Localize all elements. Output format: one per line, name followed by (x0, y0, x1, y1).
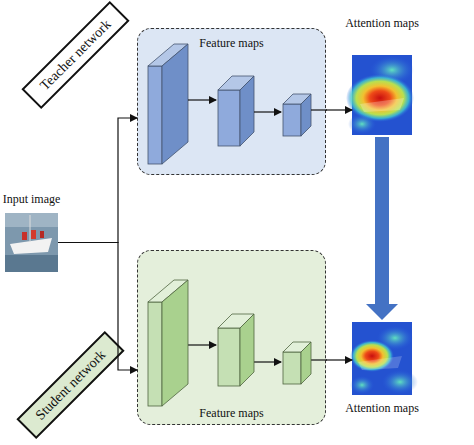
flow-arrow (326, 109, 352, 110)
flow-arrow (58, 118, 137, 243)
flow-arrow (326, 359, 352, 360)
attention-map: Attention maps (352, 322, 412, 395)
network-title: Teacher network (27, 7, 123, 103)
network-title: Student network (22, 337, 118, 433)
network-label: Teacher network (21, 1, 129, 109)
caption-text: Input image (0, 193, 108, 206)
teacher-group: Feature maps (137, 28, 326, 175)
caption-text: Feature maps (88, 407, 375, 420)
network-label: Student network (16, 331, 124, 439)
input-photo (5, 213, 58, 272)
student-heatmap (350, 322, 418, 395)
caption-text: Attention maps (302, 17, 462, 30)
input-image: Input image (5, 213, 58, 272)
transfer-arrow (366, 137, 398, 320)
attention-map: Attention maps (352, 55, 412, 135)
teacher-heatmap (346, 55, 414, 135)
caption-text: Feature maps (88, 37, 375, 50)
student-group: Feature maps (137, 250, 326, 425)
caption-text: Attention maps (302, 402, 462, 415)
